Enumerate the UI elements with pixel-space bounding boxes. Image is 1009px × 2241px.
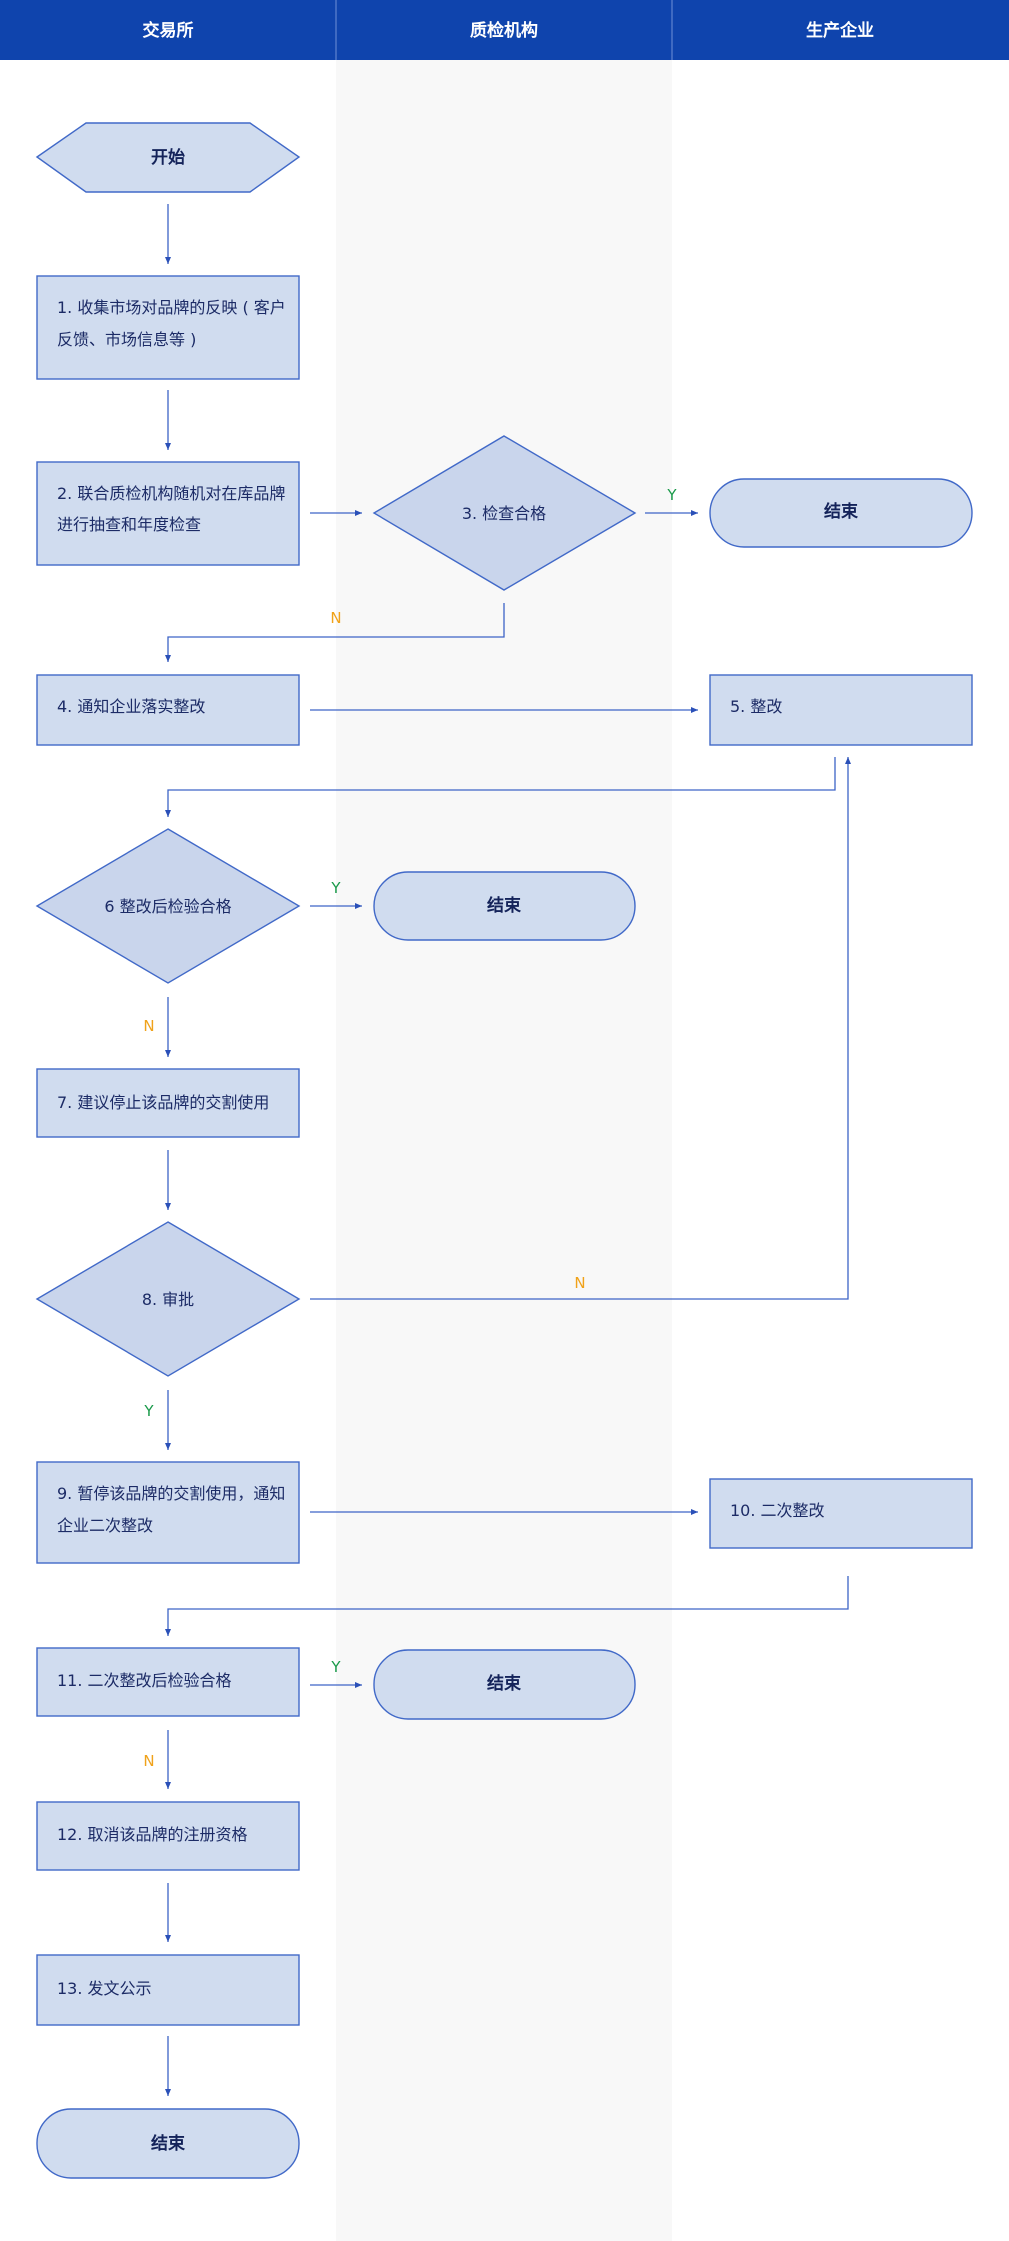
svg-text:8. 审批: 8. 审批 bbox=[142, 1290, 194, 1309]
svg-text:3. 检查合格: 3. 检查合格 bbox=[462, 504, 546, 523]
node-3-decision: 3. 检查合格 bbox=[372, 435, 637, 591]
label-yes-8: Y bbox=[143, 1402, 154, 1420]
node-6-decision: 6 整改后检验合格 bbox=[35, 828, 301, 984]
label-no-3: N bbox=[330, 609, 341, 627]
label-no-8: N bbox=[574, 1274, 585, 1292]
svg-text:5. 整改: 5. 整改 bbox=[730, 697, 782, 716]
node-end-4: 结束 bbox=[36, 2108, 300, 2179]
lane-exchange: 交易所 bbox=[143, 20, 194, 41]
arrow-3-4 bbox=[165, 603, 505, 662]
svg-text:进行抽查和年度检查: 进行抽查和年度检查 bbox=[57, 515, 201, 534]
svg-text:7. 建议停止该品牌的交割使用: 7. 建议停止该品牌的交割使用 bbox=[57, 1093, 269, 1112]
label-no-11: N bbox=[143, 1752, 154, 1770]
node-end-2: 结束 bbox=[373, 871, 636, 941]
label-yes-11: Y bbox=[330, 1658, 341, 1676]
label-yes-6: Y bbox=[330, 879, 341, 897]
node-end-3: 结束 bbox=[373, 1649, 636, 1720]
svg-text:2. 联合质检机构随机对在库品牌: 2. 联合质检机构随机对在库品牌 bbox=[57, 484, 285, 503]
node-11: 11. 二次整改后检验合格 bbox=[36, 1647, 300, 1717]
svg-text:6 整改后检验合格: 6 整改后检验合格 bbox=[104, 897, 231, 916]
svg-text:企业二次整改: 企业二次整改 bbox=[57, 1516, 153, 1535]
node-1: 1. 收集市场对品牌的反映 ( 客户 反馈、市场信息等 ) bbox=[36, 275, 300, 380]
connectors bbox=[165, 204, 851, 2096]
arrow-10-11 bbox=[165, 1576, 849, 1636]
node-9: 9. 暂停该品牌的交割使用，通知 企业二次整改 bbox=[36, 1461, 300, 1564]
lane-qc-agency: 质检机构 bbox=[470, 20, 538, 41]
node-end-1: 结束 bbox=[709, 478, 973, 548]
svg-text:结束: 结束 bbox=[824, 501, 858, 522]
arrow-8-5 bbox=[310, 757, 851, 1300]
svg-text:10. 二次整改: 10. 二次整改 bbox=[730, 1501, 825, 1520]
node-7: 7. 建议停止该品牌的交割使用 bbox=[36, 1068, 300, 1138]
lane-manufacturer: 生产企业 bbox=[806, 20, 874, 41]
lane-header: 交易所 质检机构 生产企业 bbox=[0, 0, 1009, 60]
svg-text:1. 收集市场对品牌的反映 ( 客户: 1. 收集市场对品牌的反映 ( 客户 bbox=[57, 298, 286, 317]
node-2: 2. 联合质检机构随机对在库品牌 进行抽查和年度检查 bbox=[36, 461, 300, 566]
label-no-6: N bbox=[143, 1017, 154, 1035]
svg-text:结束: 结束 bbox=[487, 1673, 521, 1694]
svg-text:13. 发文公示: 13. 发文公示 bbox=[57, 1979, 152, 1998]
node-start: 开始 bbox=[35, 122, 301, 193]
svg-text:11. 二次整改后检验合格: 11. 二次整改后检验合格 bbox=[57, 1671, 232, 1690]
arrow-5-6 bbox=[165, 757, 836, 817]
node-4: 4. 通知企业落实整改 bbox=[36, 674, 300, 746]
node-12: 12. 取消该品牌的注册资格 bbox=[36, 1801, 300, 1871]
svg-text:开始: 开始 bbox=[151, 147, 185, 168]
node-13: 13. 发文公示 bbox=[36, 1954, 300, 2026]
svg-text:结束: 结束 bbox=[487, 895, 521, 916]
svg-text:4. 通知企业落实整改: 4. 通知企业落实整改 bbox=[57, 697, 205, 716]
label-yes-3: Y bbox=[666, 486, 677, 504]
node-5: 5. 整改 bbox=[709, 674, 973, 746]
lane-background-qc bbox=[336, 60, 672, 2241]
svg-text:9. 暂停该品牌的交割使用，通知: 9. 暂停该品牌的交割使用，通知 bbox=[57, 1484, 285, 1503]
svg-text:12. 取消该品牌的注册资格: 12. 取消该品牌的注册资格 bbox=[57, 1825, 248, 1844]
node-10: 10. 二次整改 bbox=[709, 1478, 973, 1549]
svg-text:结束: 结束 bbox=[151, 2133, 185, 2154]
svg-text:反馈、市场信息等 ): 反馈、市场信息等 ) bbox=[57, 330, 196, 349]
node-8-decision: 8. 审批 bbox=[35, 1221, 301, 1377]
